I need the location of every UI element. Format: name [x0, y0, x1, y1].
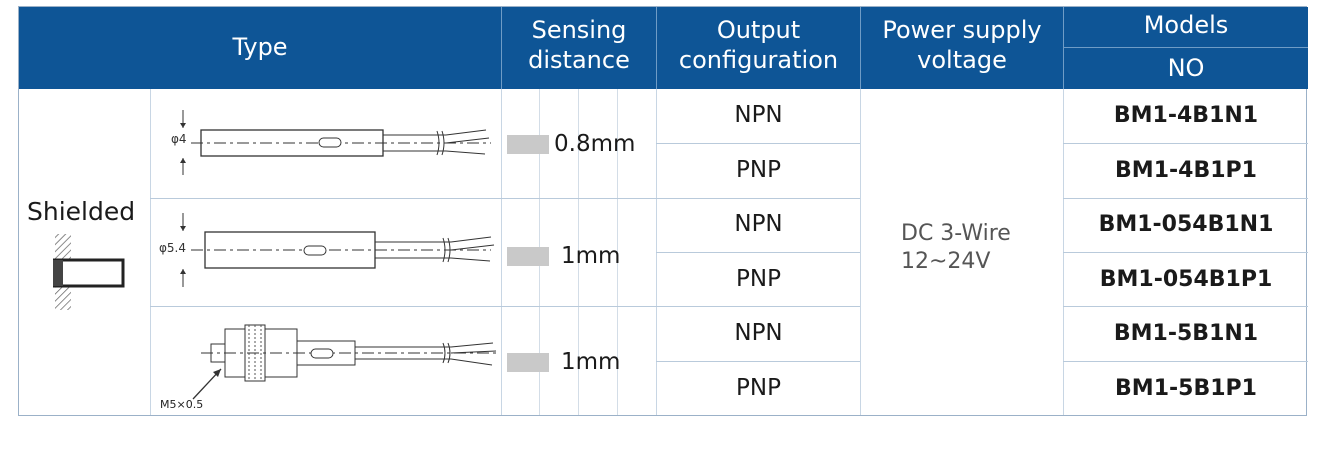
voltage-cell: DC 3-Wire 12~24V: [901, 221, 1011, 274]
distance-value-1: 0.8mm: [554, 131, 636, 157]
header-models: Models: [1064, 7, 1308, 47]
sensor-drawing-1: [180, 110, 491, 175]
shielded-symbol-icon: [53, 234, 125, 310]
header-type: Type: [19, 7, 501, 89]
sensor-drawing-3: [192, 324, 497, 400]
distance-marker-1: [507, 135, 549, 154]
sensor-models-table: Type Sensing distance Output configurati…: [18, 6, 1308, 416]
output-cell: NPN: [734, 211, 783, 237]
distance-marker-3: [507, 353, 549, 372]
type-label: Shielded: [27, 197, 136, 226]
dimension-label-1: φ4: [171, 132, 187, 146]
header-sensing-distance-label: Sensing distance: [528, 16, 630, 74]
model-cell: BM1-5B1P1: [1115, 376, 1257, 401]
output-cell: PNP: [736, 266, 781, 292]
model-cell: BM1-054B1N1: [1098, 212, 1274, 237]
header-output-configuration: Output configuration: [657, 7, 860, 89]
model-cell: BM1-054B1P1: [1099, 267, 1273, 292]
model-cell: BM1-5B1N1: [1113, 321, 1259, 346]
output-cell: PNP: [736, 375, 781, 401]
distance-marker-2: [507, 247, 549, 266]
header-sensing-distance: Sensing distance: [502, 7, 656, 89]
dimension-label-3: M5×0.5: [160, 398, 204, 411]
model-cell: BM1-4B1P1: [1115, 158, 1257, 183]
header-models-label: Models: [1143, 11, 1229, 39]
header-type-label: Type: [232, 33, 288, 61]
header-power-supply: Power supply voltage: [861, 7, 1063, 89]
model-cell: BM1-4B1N1: [1113, 103, 1259, 128]
header-models-no-label: NO: [1167, 54, 1205, 82]
header-output-configuration-label: Output configuration: [678, 16, 839, 74]
distance-value-3: 1mm: [561, 349, 621, 375]
sensor-drawing-2: [180, 213, 495, 287]
header-power-supply-label: Power supply voltage: [882, 16, 1042, 74]
dimension-label-2: φ5.4: [159, 241, 186, 255]
header-models-no: NO: [1064, 48, 1308, 89]
output-cell: NPN: [734, 102, 783, 128]
output-cell: NPN: [734, 320, 783, 346]
output-cell: PNP: [736, 157, 781, 183]
distance-value-2: 1mm: [561, 243, 621, 269]
